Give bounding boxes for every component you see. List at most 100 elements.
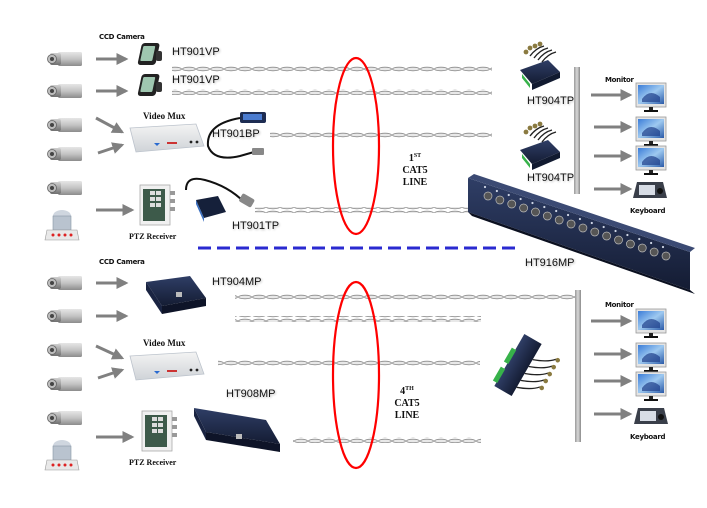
input-arrows-bottom xyxy=(95,277,135,443)
cat5-pair-5 xyxy=(235,294,575,300)
keyboard-label-bottom: Keyboard xyxy=(630,433,666,441)
bnc-connector-icon xyxy=(602,231,612,241)
monitor-top-1 xyxy=(635,82,667,113)
ht904mp-label: HT904MP xyxy=(212,276,262,288)
bnc-connector-icon xyxy=(519,203,528,213)
ptz-receiver-label-top: PTZ Receiver xyxy=(129,232,177,241)
led-indicator-icon xyxy=(543,205,546,209)
bnc-connector-icon xyxy=(578,223,588,233)
ccd-camera-9 xyxy=(47,376,83,392)
led-indicator-icon xyxy=(578,217,582,221)
cat5-pair-4 xyxy=(255,207,470,213)
cable-line: LINE xyxy=(394,410,420,421)
ht908mp-transmitter xyxy=(194,408,280,452)
bnc-connector-icon xyxy=(483,191,493,201)
video-mux-label-bottom: Video Mux xyxy=(143,338,186,348)
led-indicator-icon xyxy=(614,229,617,233)
cat5-pair-1 xyxy=(172,66,492,72)
monitor-top-2 xyxy=(635,116,667,147)
led-indicator-icon xyxy=(590,221,593,225)
monitor-bottom-3 xyxy=(635,371,667,402)
distribution-bar-bottom xyxy=(575,290,581,442)
cable-line: LINE xyxy=(402,177,428,188)
output-arrows-top xyxy=(591,89,633,195)
led-indicator-icon xyxy=(661,245,665,249)
ht901vp-label-2: HT901VP xyxy=(172,74,220,86)
bnc-connector-icon xyxy=(507,199,517,209)
ht904mp-transmitter xyxy=(146,276,206,314)
ptz-dome-camera-2 xyxy=(44,439,80,471)
cable-ordinal: 4 xyxy=(400,386,406,397)
led-indicator-icon xyxy=(519,197,522,201)
ht901tp-label: HT901TP xyxy=(232,220,280,232)
bnc-connector-icon xyxy=(554,215,564,225)
ht904tp-label-2: HT904TP xyxy=(527,172,575,184)
ccd-camera-2 xyxy=(47,83,83,99)
cat5-pair-8 xyxy=(293,437,481,443)
bnc-connector-icon xyxy=(590,227,600,237)
arrow-icon xyxy=(97,142,125,155)
bnc-connector-icon xyxy=(495,195,505,205)
monitor-label-bottom: Monitor xyxy=(605,301,634,309)
distribution-bar-top xyxy=(574,67,580,194)
cat5-pair-3 xyxy=(270,132,492,138)
ccd-camera-10 xyxy=(47,410,83,426)
ht908-receiver xyxy=(492,334,561,396)
keyboard-top xyxy=(633,182,667,198)
ht901vp-balun-1 xyxy=(137,43,162,65)
cable-ordinal-suffix: TH xyxy=(405,386,414,392)
cable-note-top: 1ST CAT5 LINE xyxy=(395,150,435,189)
cable-ordinal-suffix: ST xyxy=(413,153,422,159)
ht908mp-label: HT908MP xyxy=(226,388,276,400)
led-indicator-icon xyxy=(566,213,570,217)
bnc-connector-icon xyxy=(531,207,540,217)
bnc-connector-icon xyxy=(637,243,647,253)
ht904tp-receiver-1 xyxy=(519,40,561,91)
bnc-connector-icon xyxy=(566,219,576,229)
monitor-label-top: Monitor xyxy=(605,76,634,84)
monitor-bottom-1 xyxy=(635,308,667,339)
cat5-pair-7 xyxy=(218,360,480,366)
highlight-ellipse-bottom xyxy=(331,280,381,470)
led-indicator-icon xyxy=(507,193,510,197)
cable-type: CAT5 xyxy=(394,398,420,409)
ht904tp-label-1: HT904TP xyxy=(527,95,575,107)
ptz-receiver-top xyxy=(139,184,176,226)
ccd-camera-label-bottom: CCD Camera xyxy=(99,258,145,266)
led-indicator-icon xyxy=(626,233,629,237)
ptz-dome-camera xyxy=(44,209,80,241)
keyboard-label-top: Keyboard xyxy=(630,207,666,215)
led-indicator-icon xyxy=(555,209,558,213)
video-mux-label-top: Video Mux xyxy=(143,111,186,121)
ccd-camera-4 xyxy=(47,146,83,162)
arrow-icon xyxy=(95,344,125,360)
monitor-top-3 xyxy=(635,145,667,176)
ht901bp-label: HT901BP xyxy=(212,128,260,140)
ccd-camera-7 xyxy=(47,308,83,324)
arrow-icon xyxy=(95,116,125,134)
ptz-receiver-label-bottom: PTZ Receiver xyxy=(129,458,177,467)
output-arrows-bottom xyxy=(591,315,633,420)
cable-ordinal: 1 xyxy=(408,153,414,164)
keyboard-bottom xyxy=(634,408,668,424)
ccd-camera-3 xyxy=(47,117,83,133)
ht916mp-label: HT916MP xyxy=(525,257,575,269)
bnc-connector-icon xyxy=(542,211,552,221)
bnc-connector-icon xyxy=(626,239,635,249)
ht904tp-receiver-2 xyxy=(519,120,561,171)
highlight-ellipse-top xyxy=(331,56,381,236)
ccd-camera-5 xyxy=(47,180,83,196)
video-mux-top xyxy=(129,123,205,153)
cable-type: CAT5 xyxy=(402,165,428,176)
input-arrows-top xyxy=(95,53,135,216)
bnc-connector-icon xyxy=(614,235,623,245)
ccd-camera-8 xyxy=(47,342,83,358)
ccd-camera-label-top: CCD Camera xyxy=(99,33,145,41)
led-indicator-icon xyxy=(602,225,605,229)
video-mux-bottom xyxy=(129,351,205,381)
led-indicator-icon xyxy=(650,241,653,245)
led-indicator-icon xyxy=(531,201,534,205)
led-indicator-icon xyxy=(495,189,498,193)
